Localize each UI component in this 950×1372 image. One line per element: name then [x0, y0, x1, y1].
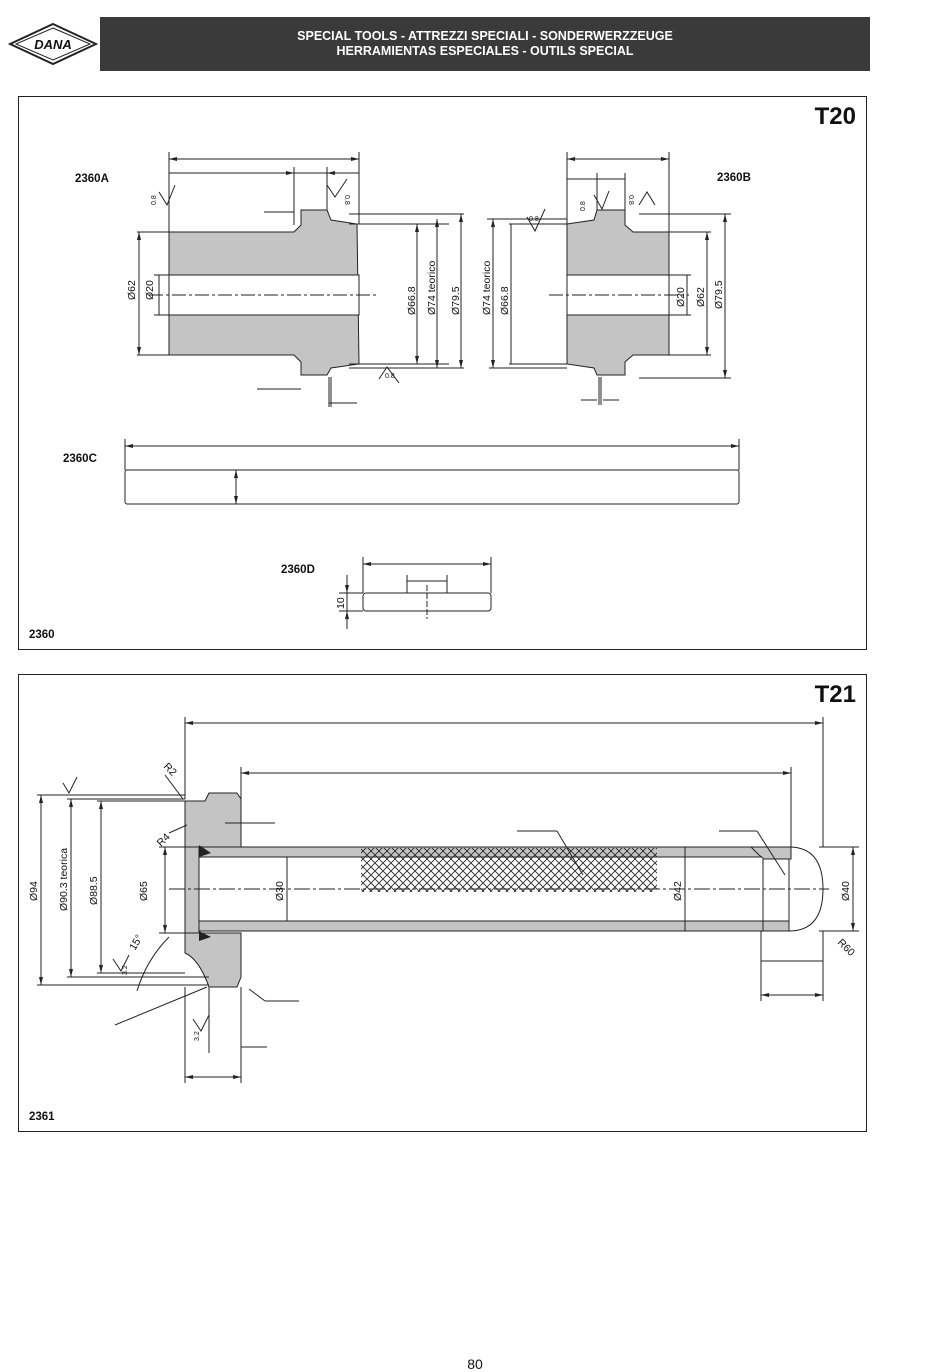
panel-t21: T21 2361	[18, 674, 867, 1132]
dim-2360b-d795: Ø79.5	[713, 280, 725, 309]
dim-2360a-d20: Ø20	[144, 280, 156, 300]
dim-2360b-d74: Ø74 teorico	[481, 261, 493, 315]
dim-r4: R4	[155, 831, 173, 849]
part-2361-knurl	[361, 848, 657, 892]
header-line-2: HERRAMIENTAS ESPECIALES - OUTILS SPECIAL	[100, 44, 870, 59]
drawing-t20: Ø62 Ø20 Ø66.8 Ø74 teorico Ø79.5 Ø74 teor…	[19, 97, 866, 649]
page-header: SPECIAL TOOLS - ATTREZZI SPECIALI - SOND…	[100, 17, 870, 71]
roughness-2360a-left: 0.8	[151, 195, 158, 205]
header-line-1: SPECIAL TOOLS - ATTREZZI SPECIALI - SOND…	[100, 29, 870, 44]
dim-d885: Ø88.5	[88, 876, 100, 905]
dim-2360b-d668: Ø66.8	[499, 286, 511, 315]
dim-d40: Ø40	[840, 881, 852, 901]
dim-d94: Ø94	[28, 881, 40, 901]
dim-r60: R60	[835, 937, 857, 959]
dim-angle-15: 15°	[127, 933, 145, 953]
roughness-2361-bottom: 3.2	[194, 1031, 201, 1041]
dim-d903: Ø90.3 teorica	[58, 848, 70, 911]
dim-d30: Ø30	[274, 881, 286, 901]
roughness-2360b-left: 0.8	[529, 216, 539, 223]
roughness-2361-left: 3.2	[122, 965, 129, 975]
dim-2360a-d62: Ø62	[126, 280, 138, 300]
roughness-2360b-top: 0.8	[580, 201, 587, 211]
dim-2360b-d20: Ø20	[675, 287, 687, 307]
dim-2360b-d62: Ø62	[695, 287, 707, 307]
brand-name: DANA	[34, 37, 72, 52]
dim-2360a-d668: Ø66.8	[406, 286, 418, 315]
dim-2360a-d795: Ø79.5	[450, 286, 462, 315]
dim-2360d-10: 10	[335, 597, 347, 609]
roughness-2360a-top: 0.8	[343, 195, 350, 205]
drawing-t21: R2 R4 15° Ø94 Ø90.3 teorica Ø88.5 Ø65 Ø3…	[19, 675, 866, 1131]
part-2360c-shape	[125, 470, 739, 504]
dana-logo: DANA	[8, 22, 98, 66]
roughness-2360a-bottom: 0.8	[385, 373, 395, 380]
dim-d42: Ø42	[672, 881, 684, 901]
panel-t20: T20 2360A 2360B 2360C 2360D 2360	[18, 96, 867, 650]
roughness-2360b-right: 0.8	[627, 195, 634, 205]
dim-d65: Ø65	[138, 881, 150, 901]
dim-2360a-d74: Ø74 teorico	[426, 261, 438, 315]
dim-r2: R2	[161, 761, 179, 779]
